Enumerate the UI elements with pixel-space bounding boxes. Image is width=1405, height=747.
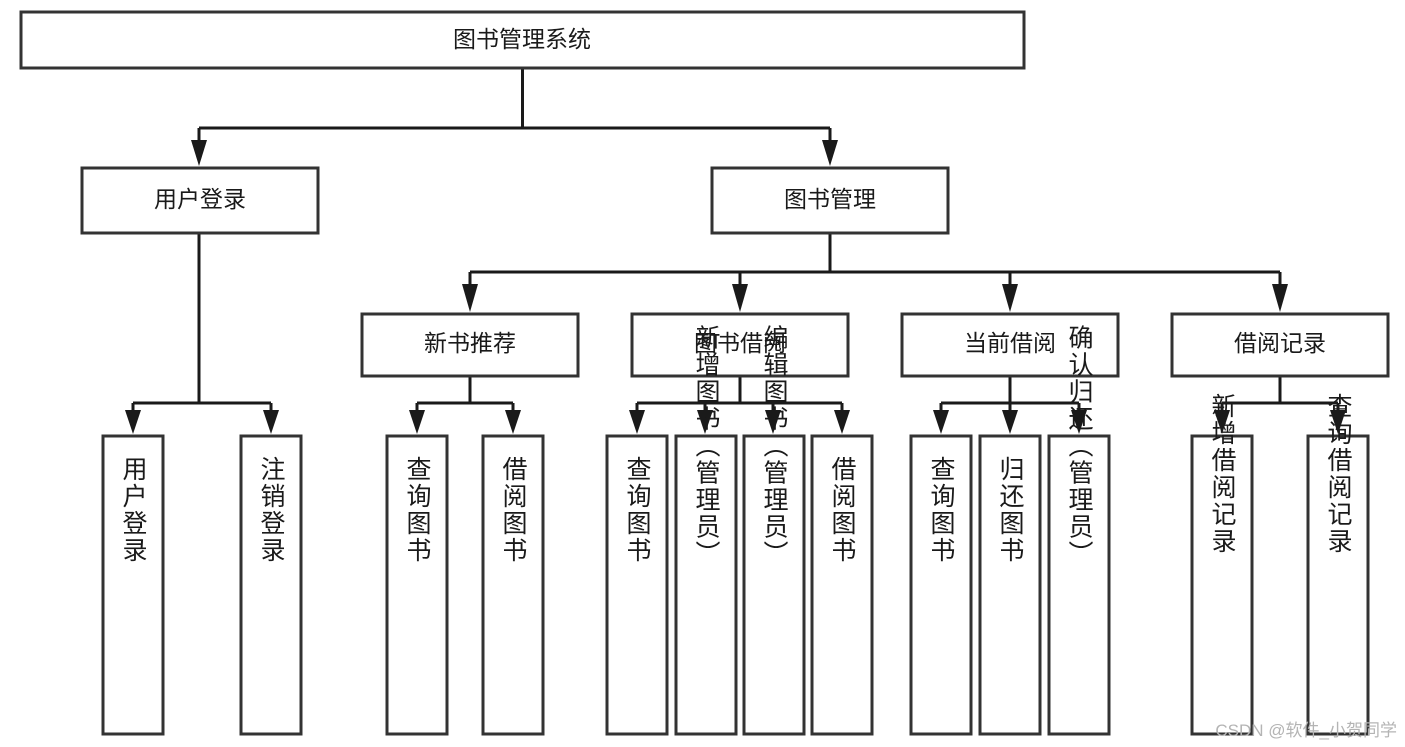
leaf-node-add-borrow-record-box[interactable]: [1190, 434, 1254, 736]
leaf-node-user-login-label: 用户登录: [119, 456, 148, 564]
node-borrow-record-box[interactable]: [1170, 312, 1390, 378]
leaf-node-query-borrow-record-label: 查询借阅记录: [1324, 393, 1353, 555]
leaf-node-user-login[interactable]: 用户登录: [101, 434, 165, 736]
node-new-book-recommend[interactable]: 新书推荐: [360, 312, 580, 378]
leaf-node-query-borrow-record[interactable]: 查询借阅记录: [1306, 393, 1370, 736]
leaf-node-add-borrow-record[interactable]: 新增借阅记录: [1190, 393, 1254, 736]
leaf-node-confirm-return-label: 确认归还（管理员）: [1065, 325, 1094, 568]
arrow-head-leaf-confirm-return: [1071, 410, 1087, 434]
leaf-node-query-book-borrow[interactable]: 查询图书: [605, 434, 669, 736]
leaf-node-add-book[interactable]: 新增图书（管理员）: [674, 325, 738, 736]
node-new-book-recommend-label: 新书推荐: [424, 330, 516, 356]
leaf-node-borrow-book-box[interactable]: [810, 434, 874, 736]
node-user-login-label: 用户登录: [154, 186, 246, 212]
node-book-borrow-box[interactable]: [630, 312, 850, 378]
arrow-head-leaf-user-login: [125, 410, 141, 434]
leaf-node-borrow-book[interactable]: 借阅图书: [810, 434, 874, 736]
leaf-node-query-book-borrow-box[interactable]: [605, 434, 669, 736]
arrow-head-leaf-edit-book: [765, 410, 781, 434]
node-book-management-label: 图书管理: [784, 186, 876, 212]
leaf-node-logout[interactable]: 注销登录: [239, 434, 303, 736]
arrow-head-leaf-borrow-book-2: [834, 410, 850, 434]
node-book-borrow[interactable]: 图书借阅: [630, 312, 850, 378]
leaf-node-return-book-box[interactable]: [978, 434, 1042, 736]
leaf-node-borrow-book-recommend[interactable]: 借阅图书: [481, 434, 545, 736]
leaf-node-edit-book-box[interactable]: [742, 434, 806, 736]
node-user-login-box[interactable]: [80, 166, 320, 235]
leaf-node-add-borrow-record-label: 新增借阅记录: [1208, 393, 1237, 555]
leaf-node-edit-book-label: 编辑图书（管理员）: [760, 325, 789, 568]
node-new-book-recommend-box[interactable]: [360, 312, 580, 378]
node-book-borrow-label: 图书借阅: [694, 330, 786, 356]
leaf-node-borrow-book-recommend-box[interactable]: [481, 434, 545, 736]
leaf-node-logout-box[interactable]: [239, 434, 303, 736]
node-root-label: 图书管理系统: [453, 26, 591, 52]
leaf-node-logout-label: 注销登录: [257, 456, 286, 564]
leaf-node-query-book-recommend[interactable]: 查询图书: [385, 434, 449, 736]
node-book-management-box[interactable]: [710, 166, 950, 235]
leaf-node-confirm-return-box[interactable]: [1047, 434, 1111, 736]
arrow-head-borrow-record: [1272, 284, 1288, 312]
leaf-node-query-book-current[interactable]: 查询图书: [909, 434, 973, 736]
node-root[interactable]: 图书管理系统: [19, 10, 1026, 70]
arrow-head-leaf-borrow-book-1: [505, 410, 521, 434]
arrow-head-leaf-logout: [263, 410, 279, 434]
arrow-head-user-login: [191, 140, 207, 166]
leaf-node-confirm-return[interactable]: 确认归还（管理员）: [1047, 325, 1111, 736]
connector-layer: [125, 68, 1346, 434]
arrow-head-leaf-add-book: [697, 410, 713, 434]
arrow-head-leaf-query-book-2: [629, 410, 645, 434]
node-user-login[interactable]: 用户登录: [80, 166, 320, 235]
node-current-borrow[interactable]: 当前借阅: [900, 312, 1120, 378]
node-borrow-record[interactable]: 借阅记录: [1170, 312, 1390, 378]
leaf-node-add-book-box[interactable]: [674, 434, 738, 736]
arrow-head-book-borrow: [732, 284, 748, 312]
arrow-head-leaf-query-record: [1330, 410, 1346, 434]
leaf-node-edit-book[interactable]: 编辑图书（管理员）: [742, 325, 806, 736]
leaf-node-return-book[interactable]: 归还图书: [978, 434, 1042, 736]
node-current-borrow-label: 当前借阅: [964, 330, 1056, 356]
arrow-head-leaf-return-book: [1002, 410, 1018, 434]
leaf-node-query-book-current-label: 查询图书: [927, 456, 956, 564]
leaf-node-user-login-box[interactable]: [101, 434, 165, 736]
node-current-borrow-box[interactable]: [900, 312, 1120, 378]
leaf-node-add-book-label: 新增图书（管理员）: [692, 325, 721, 568]
node-borrow-record-label: 借阅记录: [1234, 330, 1326, 356]
node-root-box[interactable]: [19, 10, 1026, 70]
leaf-node-query-borrow-record-box[interactable]: [1306, 434, 1370, 736]
arrow-head-leaf-add-record: [1214, 410, 1230, 434]
arrow-head-leaf-query-book-1: [409, 410, 425, 434]
arrow-head-current-borrow: [1002, 284, 1018, 312]
leaf-node-query-book-recommend-box[interactable]: [385, 434, 449, 736]
leaf-node-query-book-recommend-label: 查询图书: [403, 456, 432, 564]
arrow-head-leaf-query-book-3: [933, 410, 949, 434]
leaf-node-return-book-label: 归还图书: [996, 456, 1025, 564]
arrow-head-new-book: [462, 284, 478, 312]
leaf-node-borrow-book-recommend-label: 借阅图书: [499, 456, 528, 564]
node-book-management[interactable]: 图书管理: [710, 166, 950, 235]
leaf-node-query-book-borrow-label: 查询图书: [623, 456, 652, 564]
arrow-head-book-mgmt: [822, 140, 838, 166]
leaf-node-borrow-book-label: 借阅图书: [828, 456, 857, 564]
leaf-node-query-book-current-box[interactable]: [909, 434, 973, 736]
